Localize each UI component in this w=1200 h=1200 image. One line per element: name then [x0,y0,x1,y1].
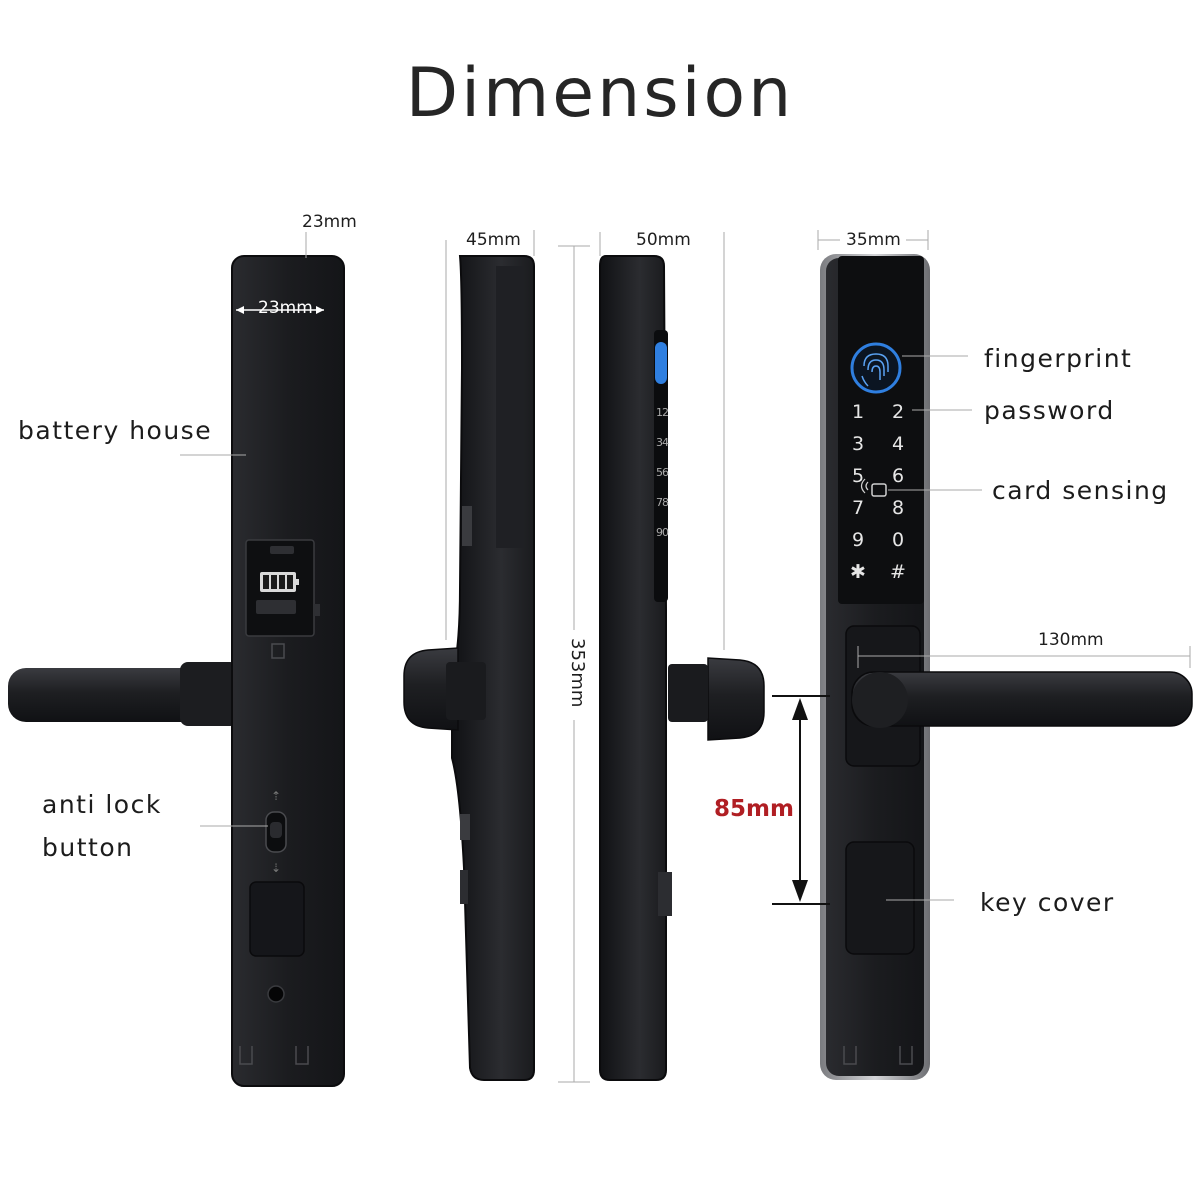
svg-text:7: 7 [656,496,663,509]
label-key-cover: key cover [980,888,1115,917]
svg-text:8: 8 [662,496,669,509]
side-fingerprint [655,342,667,384]
dim-back-inner-width: 23mm [258,298,313,318]
svg-text:9: 9 [656,526,663,539]
key-0[interactable]: 0 [892,529,904,551]
dim-front-width: 35mm [846,230,901,250]
dim-back-top-width: 23mm [302,212,357,232]
key-9[interactable]: 9 [852,529,864,551]
fingerprint-sensor [850,342,902,394]
key-8[interactable]: 8 [892,497,904,519]
page-title: Dimension [405,54,795,133]
dim-side-left-depth: 45mm [466,230,521,250]
side-keypad-digits: 1 2 3 4 5 6 7 8 9 0 [656,406,669,539]
svg-text:⇣: ⇣ [271,861,281,875]
key-7[interactable]: 7 [852,497,864,519]
key-5[interactable]: 5 [852,465,864,487]
svg-text:0: 0 [662,526,669,539]
label-fingerprint: fingerprint [984,344,1133,373]
key-cover [845,841,915,955]
key-1[interactable]: 1 [852,401,864,423]
svg-text:1: 1 [656,406,663,419]
keypad-panel [838,256,924,604]
key-4[interactable]: 4 [892,433,904,455]
dim-handle-length: 130mm [1038,630,1104,650]
front-handle [851,671,1193,727]
svg-text:2: 2 [662,406,669,419]
svg-text:3: 3 [656,436,663,449]
dim-side-right-depth: 50mm [636,230,691,250]
label-anti-lock-button: button [42,833,134,862]
side-right-body [599,255,668,1081]
svg-text:6: 6 [662,466,669,479]
back-view: ⇡ ⇣ [8,232,345,1087]
front-view: 1 2 3 4 5 6 7 8 9 0 ✱ # [772,230,1193,1080]
label-password: password [984,396,1115,425]
total-height-guide [558,245,590,1083]
label-card-sensing: card sensing [992,476,1169,505]
fingerprint-icon [861,353,889,387]
side-view-right: 1 2 3 4 5 6 7 8 9 0 [599,232,765,1081]
side-view-left [403,230,535,1081]
label-battery-house: battery house [18,416,213,445]
card-sensing-icon [860,478,887,497]
key-star[interactable]: ✱ [850,561,866,583]
key-hash[interactable]: # [890,561,906,583]
dim-total-height: 353mm [567,638,588,708]
key-3[interactable]: 3 [852,433,864,455]
svg-text:⇡: ⇡ [271,789,281,803]
front-keypad: 1 2 3 4 5 6 7 8 9 0 ✱ # [850,401,906,583]
svg-text:5: 5 [656,466,663,479]
key-6[interactable]: 6 [892,465,904,487]
label-anti-lock: anti lock [42,790,162,819]
svg-text:4: 4 [662,436,669,449]
dim-handle-to-key: 85mm [714,796,794,822]
back-body [231,255,345,1087]
key-2[interactable]: 2 [892,401,904,423]
